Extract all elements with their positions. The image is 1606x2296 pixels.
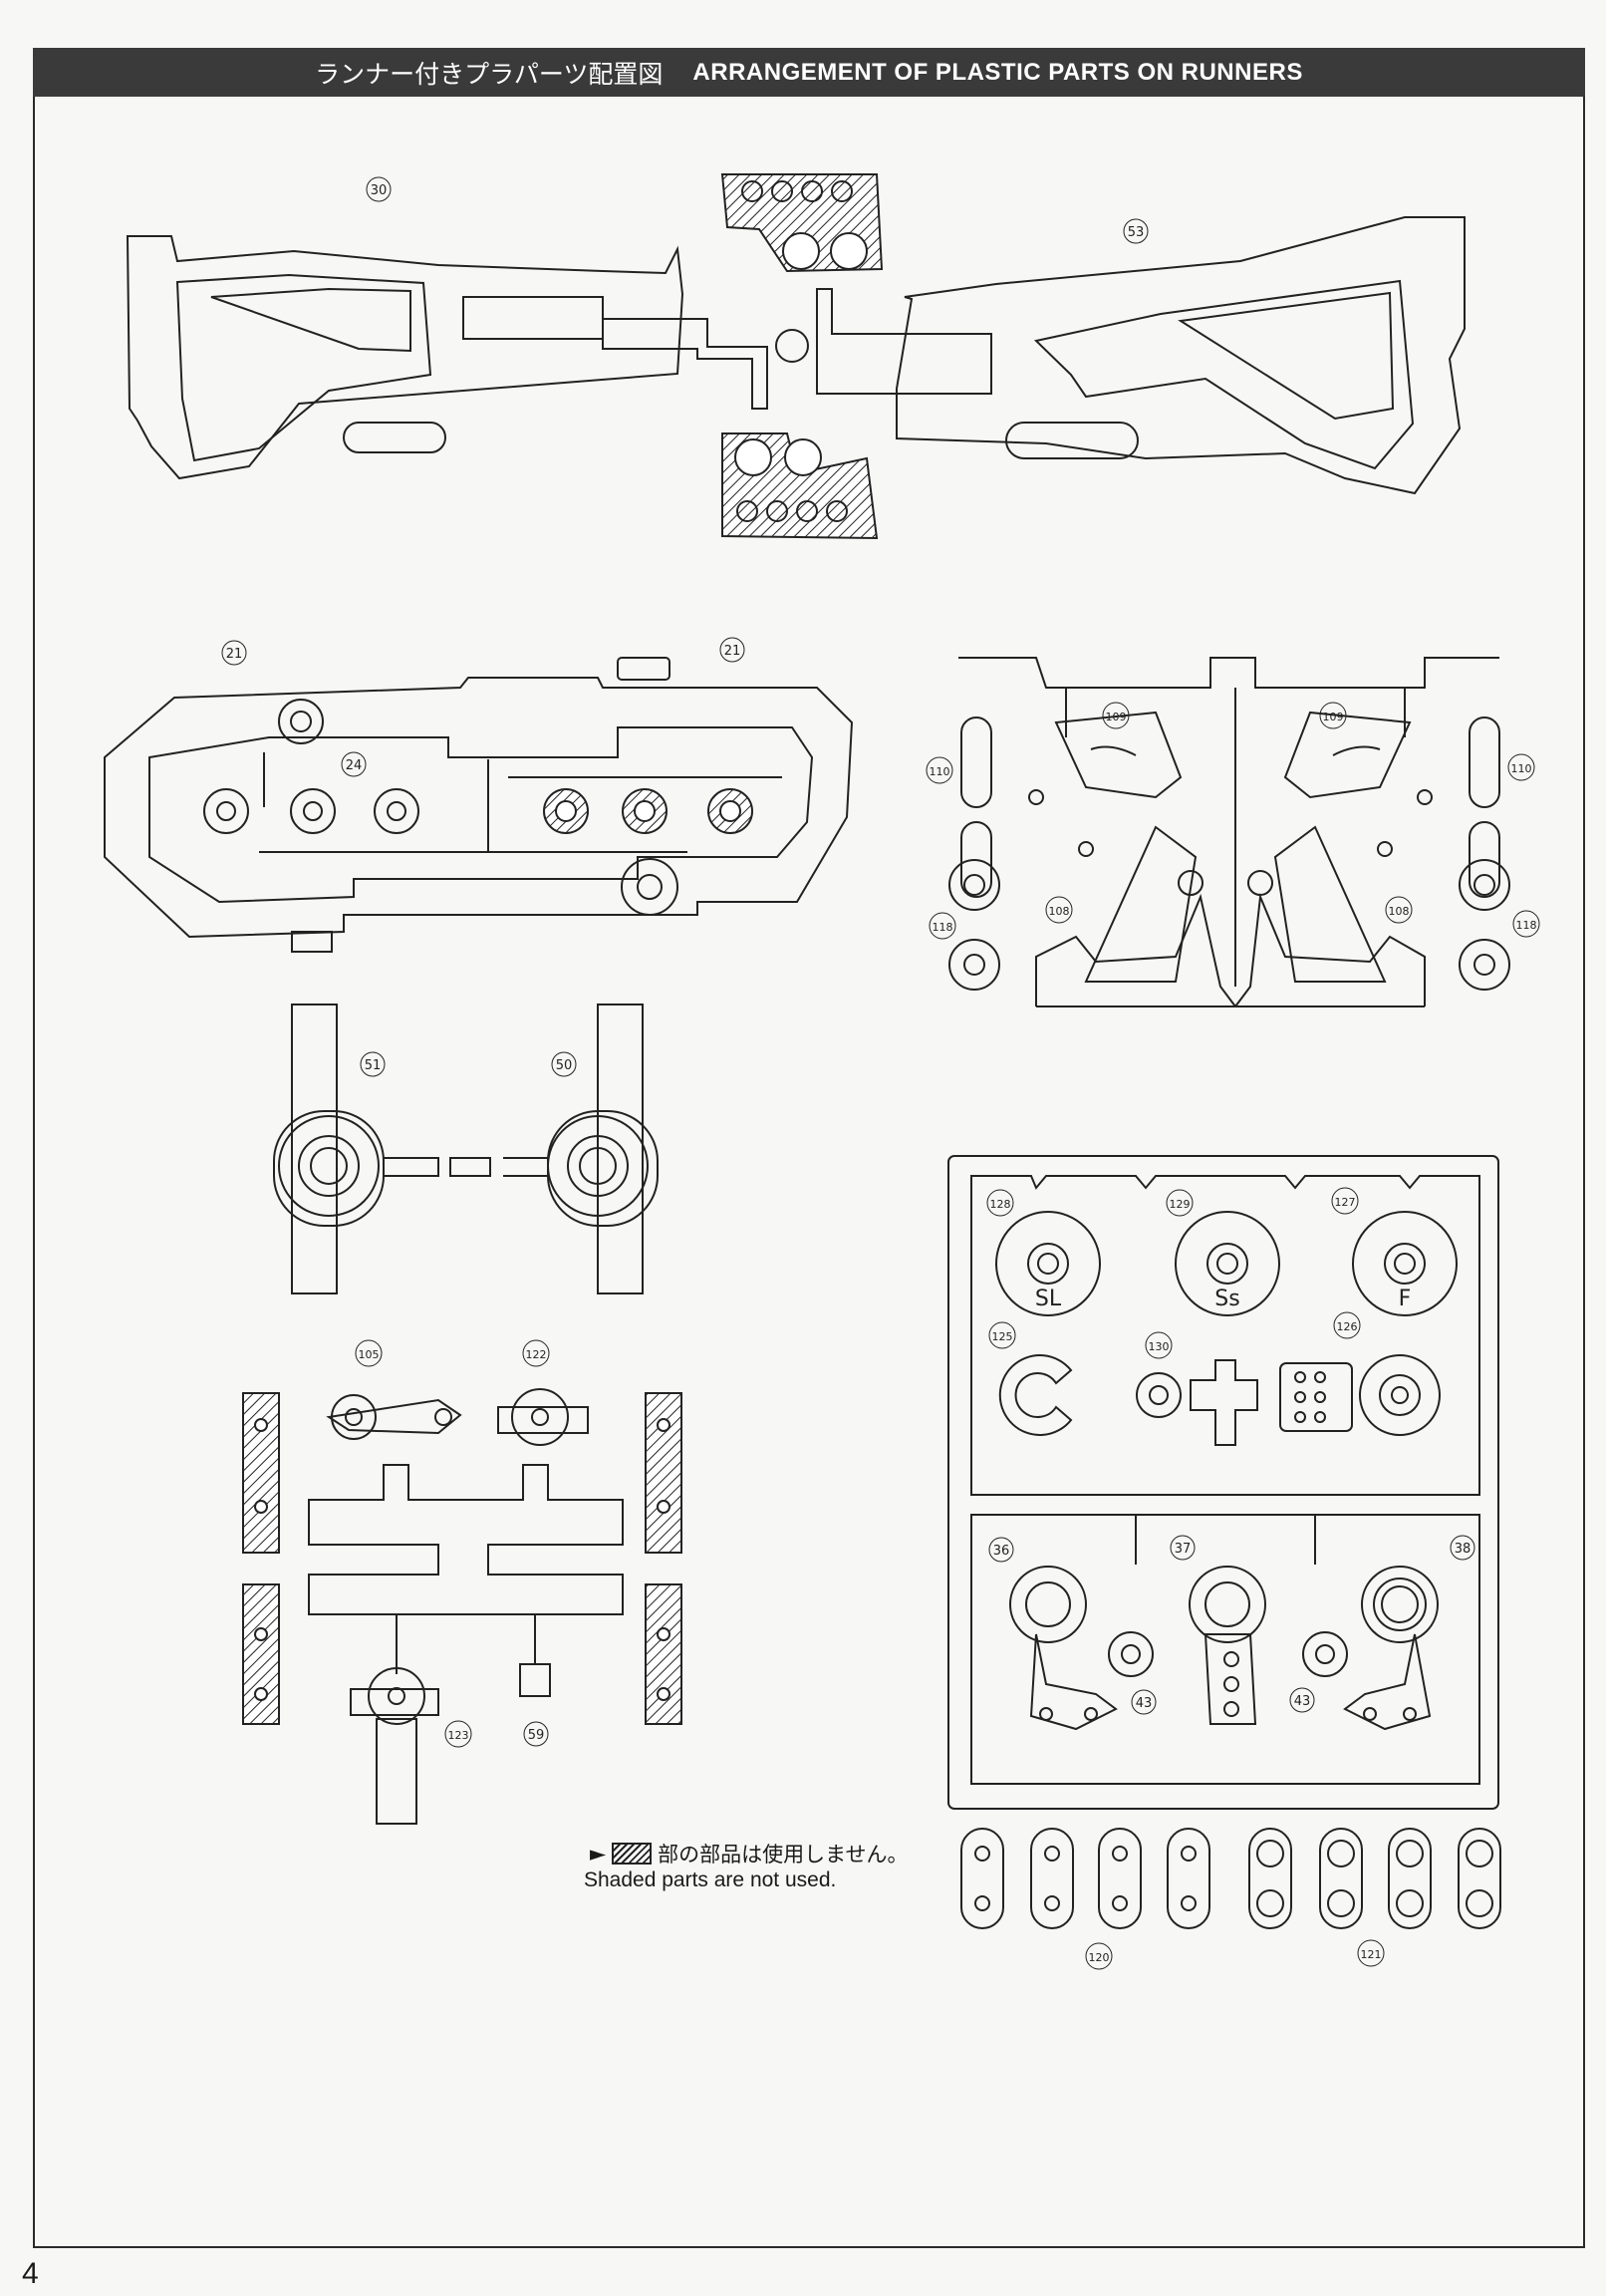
- header-title-jp: ランナー付きプラパーツ配置図: [315, 59, 664, 89]
- svg-text:121: 121: [1361, 1948, 1382, 1961]
- part-label-30: 30: [366, 176, 392, 202]
- part-label-108a: 108: [1045, 896, 1073, 924]
- shaded-part-53-tab: [721, 432, 879, 540]
- part-label-118a: 118: [929, 912, 956, 940]
- part-label-59: 59: [523, 1721, 549, 1747]
- part-label-129: 129: [1166, 1189, 1194, 1217]
- svg-text:120: 120: [1089, 1951, 1110, 1964]
- shaded-parts-105-runner: [242, 1392, 682, 1725]
- svg-text:110: 110: [1511, 762, 1532, 775]
- runner-servo-frame: [947, 1155, 1499, 1810]
- svg-text:127: 127: [1335, 1196, 1356, 1209]
- svg-text:43: 43: [1294, 1694, 1311, 1709]
- part-label-126: 126: [1333, 1311, 1361, 1339]
- knuckle-51: [273, 1004, 385, 1294]
- svg-text:128: 128: [990, 1198, 1011, 1211]
- page-number: 4: [22, 2257, 39, 2290]
- mark-ss: Ss: [1214, 1287, 1239, 1311]
- svg-text:21: 21: [226, 647, 243, 662]
- shaded-note-jp: ► 部の部品は使用しません。: [590, 1842, 909, 1866]
- svg-text:30: 30: [371, 183, 388, 198]
- part-label-21a: 21: [221, 640, 247, 666]
- svg-text:109: 109: [1323, 711, 1344, 723]
- knuckle-runner: [384, 1157, 549, 1177]
- suspension-arm-30: [126, 235, 684, 480]
- shaded-bushings-21: [543, 788, 753, 834]
- part-label-120: 120: [1085, 1942, 1113, 1970]
- header-bar: ランナー付きプラパーツ配置図 ARRANGEMENT OF PLASTIC PA…: [33, 48, 1585, 97]
- part-label-110a: 110: [926, 756, 953, 784]
- svg-text:118: 118: [1516, 919, 1537, 932]
- shaded-note-en: Shaded parts are not used.: [584, 1868, 837, 1891]
- part-label-118b: 118: [1512, 910, 1540, 938]
- part-label-50: 50: [551, 1051, 577, 1077]
- suspension-arm-53: [896, 216, 1466, 495]
- svg-text:130: 130: [1149, 1340, 1170, 1353]
- links-120: [960, 1828, 1210, 1929]
- svg-text:108: 108: [1049, 905, 1070, 918]
- part-label-38: 38: [1450, 1535, 1475, 1561]
- part-label-105: 105: [355, 1339, 383, 1367]
- part-label-37: 37: [1170, 1535, 1196, 1561]
- svg-text:110: 110: [930, 765, 950, 778]
- part-label-121: 121: [1357, 1939, 1385, 1967]
- svg-text:118: 118: [933, 921, 953, 934]
- part-label-127: 127: [1331, 1187, 1359, 1215]
- part-label-43b: 43: [1289, 1687, 1315, 1713]
- runner-21-frame: [104, 657, 854, 953]
- part-label-43a: 43: [1131, 1689, 1157, 1715]
- part-label-51: 51: [360, 1051, 386, 1077]
- part-label-109a: 109: [1102, 702, 1130, 729]
- links-121: [1248, 1828, 1501, 1929]
- svg-text:125: 125: [992, 1330, 1013, 1343]
- knuckle-50: [547, 1004, 659, 1294]
- svg-text:59: 59: [528, 1728, 545, 1743]
- part-label-123: 123: [444, 1720, 472, 1748]
- runner-108-frame: [948, 657, 1510, 1007]
- svg-text:50: 50: [556, 1058, 573, 1073]
- part-label-130: 130: [1145, 1331, 1173, 1359]
- header-title-en: ARRANGEMENT OF PLASTIC PARTS ON RUNNERS: [692, 58, 1303, 86]
- svg-text:36: 36: [993, 1544, 1010, 1559]
- svg-text:126: 126: [1337, 1320, 1358, 1333]
- part-label-24: 24: [341, 751, 367, 777]
- shaded-part-30-tab: [720, 173, 884, 273]
- svg-text:24: 24: [346, 758, 363, 773]
- hatched-swatch-icon: [612, 1843, 653, 1865]
- svg-text:122: 122: [526, 1348, 547, 1361]
- part-label-53: 53: [1123, 218, 1149, 244]
- runner-105-frame: [308, 1388, 624, 1825]
- mark-f: F: [1399, 1287, 1412, 1311]
- svg-text:37: 37: [1175, 1542, 1192, 1557]
- arrow-icon: ►: [590, 1842, 607, 1866]
- svg-text:51: 51: [365, 1058, 382, 1073]
- mark-sl: SL: [1035, 1287, 1062, 1311]
- svg-text:38: 38: [1455, 1542, 1472, 1557]
- svg-text:105: 105: [359, 1348, 380, 1361]
- svg-text:53: 53: [1128, 225, 1145, 240]
- svg-text:129: 129: [1170, 1198, 1191, 1211]
- runner-a-sprue: [602, 288, 992, 410]
- part-label-128: 128: [986, 1189, 1014, 1217]
- svg-text:21: 21: [724, 644, 741, 659]
- part-label-21b: 21: [719, 637, 745, 663]
- part-label-109b: 109: [1319, 702, 1347, 729]
- svg-text:108: 108: [1389, 905, 1410, 918]
- part-label-36: 36: [988, 1537, 1014, 1563]
- part-label-108b: 108: [1385, 896, 1413, 924]
- part-label-122: 122: [522, 1339, 550, 1367]
- part-label-110b: 110: [1507, 753, 1535, 781]
- svg-text:43: 43: [1136, 1696, 1153, 1711]
- svg-text:109: 109: [1106, 711, 1127, 723]
- part-label-125: 125: [988, 1321, 1016, 1349]
- svg-text:123: 123: [448, 1729, 469, 1742]
